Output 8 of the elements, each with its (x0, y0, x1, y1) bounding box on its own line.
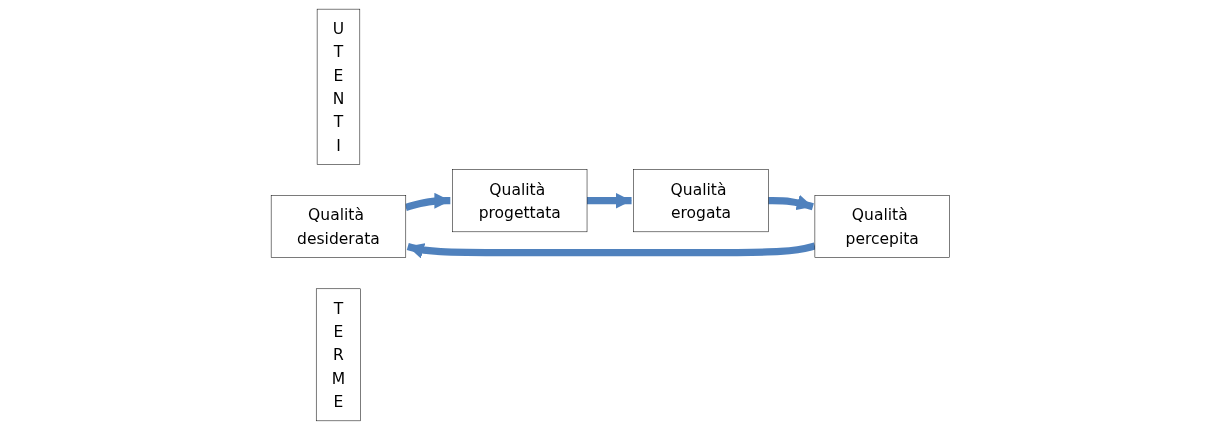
node-box: Qualità erogata (633, 169, 769, 233)
arrow (406, 242, 817, 259)
arrow (768, 194, 815, 211)
node-box: UTENTI (317, 8, 361, 165)
node-box: Qualità progettata (452, 169, 588, 233)
node-box: Qualità percepita (814, 195, 950, 258)
node-box: Qualità desiderata (271, 195, 407, 258)
node-box: TERME (316, 288, 362, 422)
